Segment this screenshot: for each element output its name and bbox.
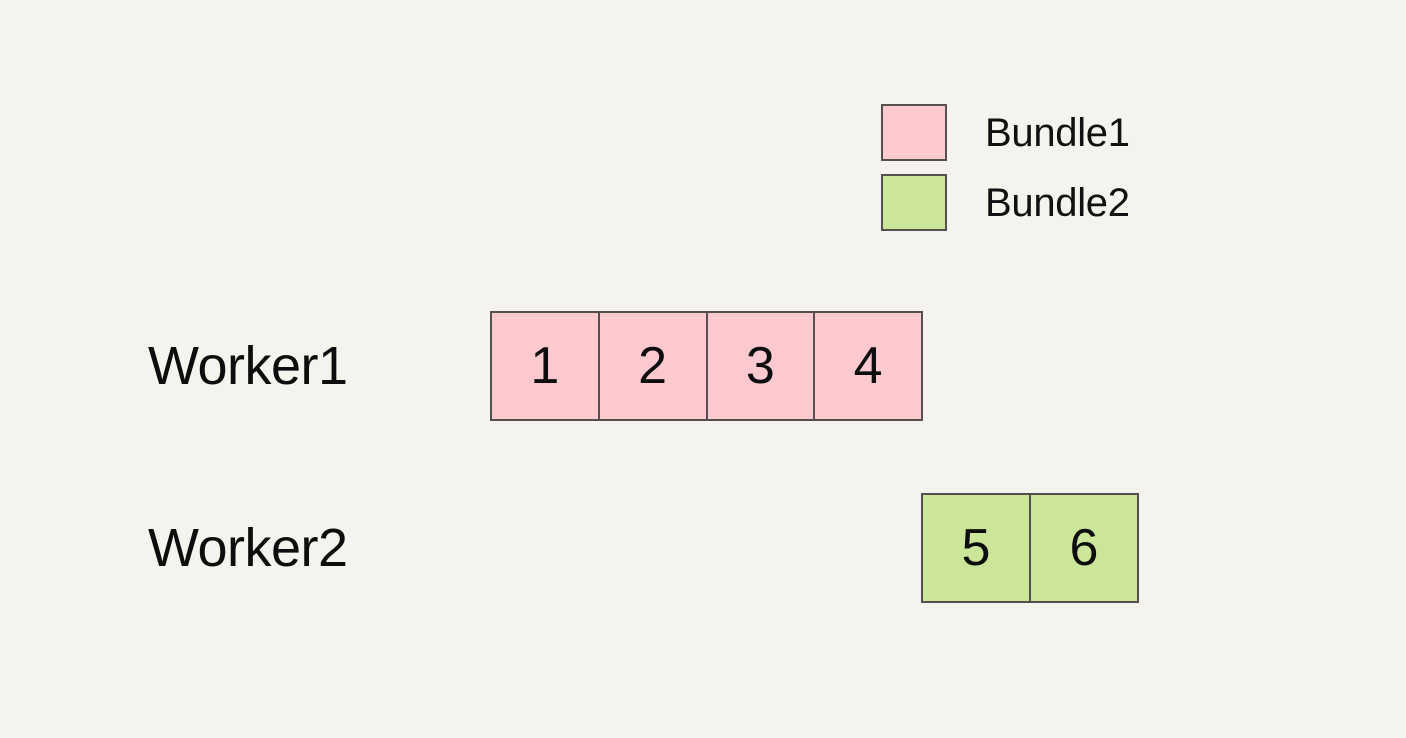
task-cell: 1 — [492, 313, 600, 419]
task-cell: 2 — [599, 313, 708, 419]
worker-2-cell-strip: 5 6 — [921, 493, 1139, 603]
worker-row-2: Worker2 — [148, 493, 348, 603]
bundle1-color-swatch-icon — [881, 104, 947, 161]
task-cell: 3 — [707, 313, 816, 419]
worker-1-cell-strip: 1 2 3 4 — [490, 311, 923, 421]
task-cell: 5 — [923, 495, 1031, 601]
legend-item-bundle1: Bundle1 — [881, 104, 1130, 161]
legend-item-bundle2: Bundle2 — [881, 174, 1130, 231]
worker-label-1: Worker1 — [148, 336, 348, 396]
worker-row-1: Worker1 — [148, 311, 348, 421]
worker-label-2: Worker2 — [148, 518, 348, 578]
legend-label-bundle1: Bundle1 — [985, 110, 1130, 155]
bundle2-color-swatch-icon — [881, 174, 947, 231]
task-cell: 4 — [815, 313, 921, 419]
task-cell: 6 — [1031, 495, 1137, 601]
legend-label-bundle2: Bundle2 — [985, 180, 1130, 225]
